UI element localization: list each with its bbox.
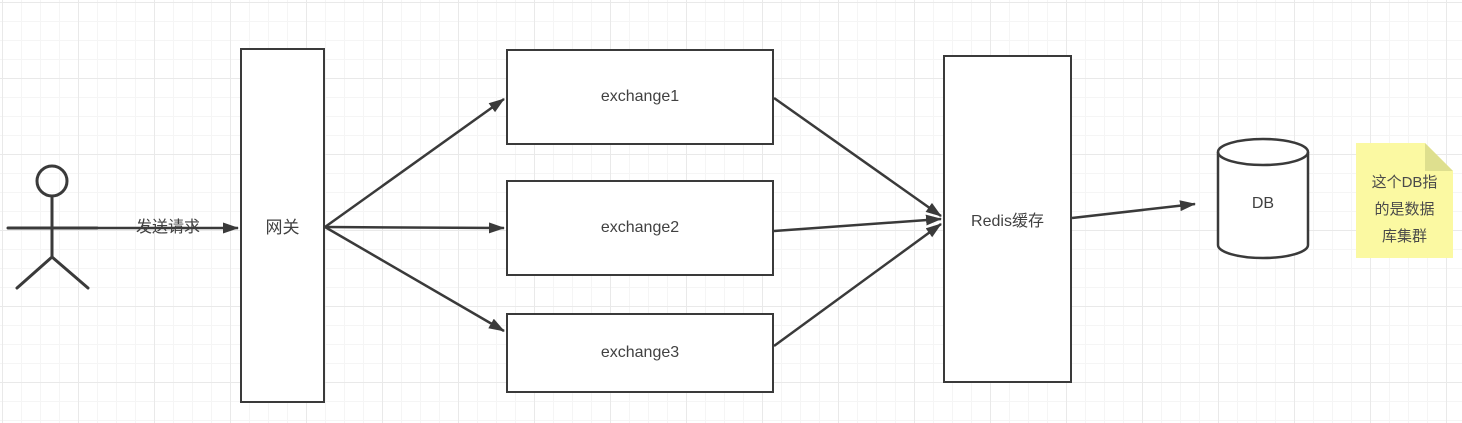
edge-redis-to-db[interactable] <box>1071 200 1196 220</box>
edge-exchange2-to-redis[interactable] <box>773 214 942 233</box>
edge-exchange3-to-redis[interactable] <box>773 222 942 348</box>
cylinder-body <box>1216 137 1310 260</box>
note-line-2: 的是数据 <box>1374 201 1435 218</box>
database-cylinder-shape[interactable] <box>1216 137 1310 260</box>
edge-gateway-to-exchange3[interactable] <box>324 225 505 333</box>
send-request-edge-label[interactable]: 发送请求 <box>135 219 200 236</box>
exchange2-label: exchange2 <box>600 219 680 236</box>
user-actor-shape[interactable] <box>6 164 99 290</box>
gateway-label: 网关 <box>265 218 300 237</box>
actor-right-leg <box>50 255 90 290</box>
actor-head <box>35 164 69 198</box>
note-body <box>1356 143 1453 258</box>
gateway-box[interactable]: 网关 <box>240 48 325 403</box>
edge-gateway-to-exchange1[interactable] <box>324 97 505 229</box>
exchange1-box[interactable]: exchange1 <box>506 49 774 145</box>
edge-exchange1-to-redis[interactable] <box>773 96 942 218</box>
exchange2-box[interactable]: exchange2 <box>506 180 774 276</box>
sticky-note-shape[interactable] <box>1356 143 1453 258</box>
cylinder-top-rim <box>1216 151 1310 167</box>
sticky-note-text[interactable]: 这个DB指 的是数据 库集群 <box>1356 143 1453 258</box>
exchange1-label: exchange1 <box>600 88 680 105</box>
edge-gateway-to-exchange2[interactable] <box>324 222 505 234</box>
exchange3-label: exchange3 <box>600 344 680 361</box>
exchange3-box[interactable]: exchange3 <box>506 313 774 393</box>
redis-cache-label: Redis缓存 <box>971 213 1044 230</box>
redis-cache-box[interactable]: Redis缓存 <box>943 55 1072 383</box>
db-label: DB <box>1251 195 1275 212</box>
actor-left-leg <box>15 255 54 290</box>
note-line-3: 库集群 <box>1381 228 1427 245</box>
note-line-1: 这个DB指 <box>1371 174 1438 191</box>
note-fold-corner <box>1425 143 1453 171</box>
